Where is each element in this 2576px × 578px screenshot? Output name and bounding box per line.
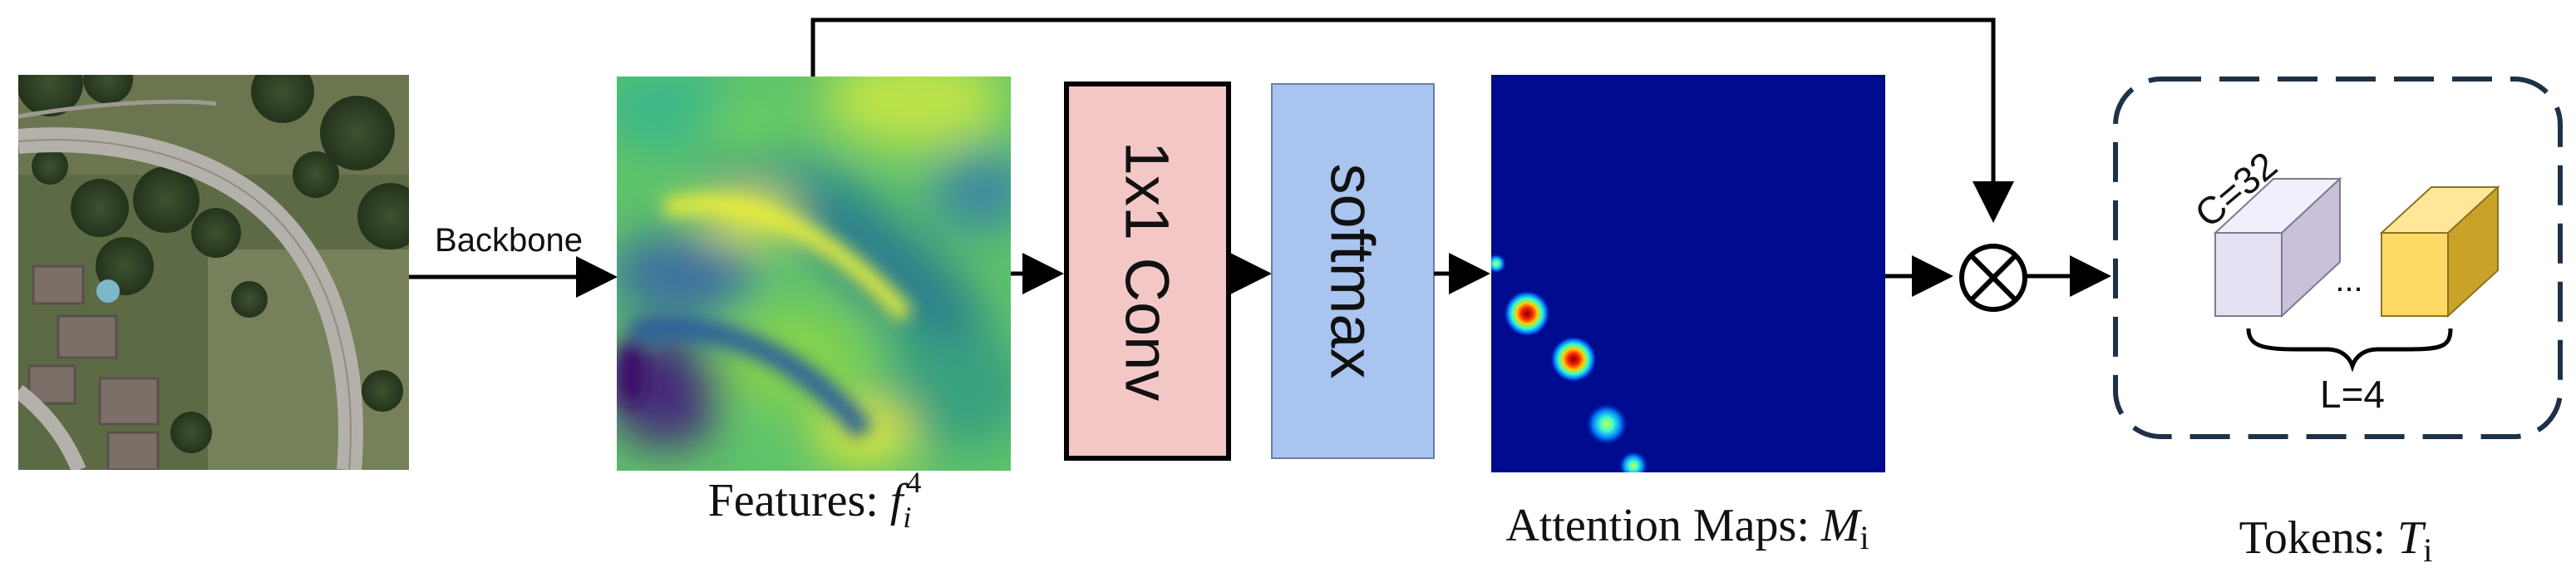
attention-map [1491,75,1885,472]
softmax-label: softmax [1318,163,1387,378]
attention-caption: Attention Maps: Mi [1505,500,1869,556]
backbone-label: Backbone [435,222,583,259]
input-aerial-image [18,75,409,470]
tokens-caption: Tokens: Ti [2239,512,2433,569]
skip-connection-arrow [810,17,2014,223]
length-brace [2246,328,2453,373]
conv-block: 1x1 Conv [1064,82,1231,461]
token-ellipsis: ... [2335,262,2362,299]
token-last [2379,185,2500,319]
length-label: L=4 [2320,373,2385,416]
softmax-block: softmax [1271,83,1435,459]
token-first [2213,176,2342,319]
features-caption: Features: fi4 [708,466,922,534]
tokens-box: ... C=32 L=4 [2113,77,2563,439]
circle-times-icon [1959,244,2027,312]
conv-label: 1x1 Conv [1113,141,1182,402]
feature-map [617,77,1011,471]
